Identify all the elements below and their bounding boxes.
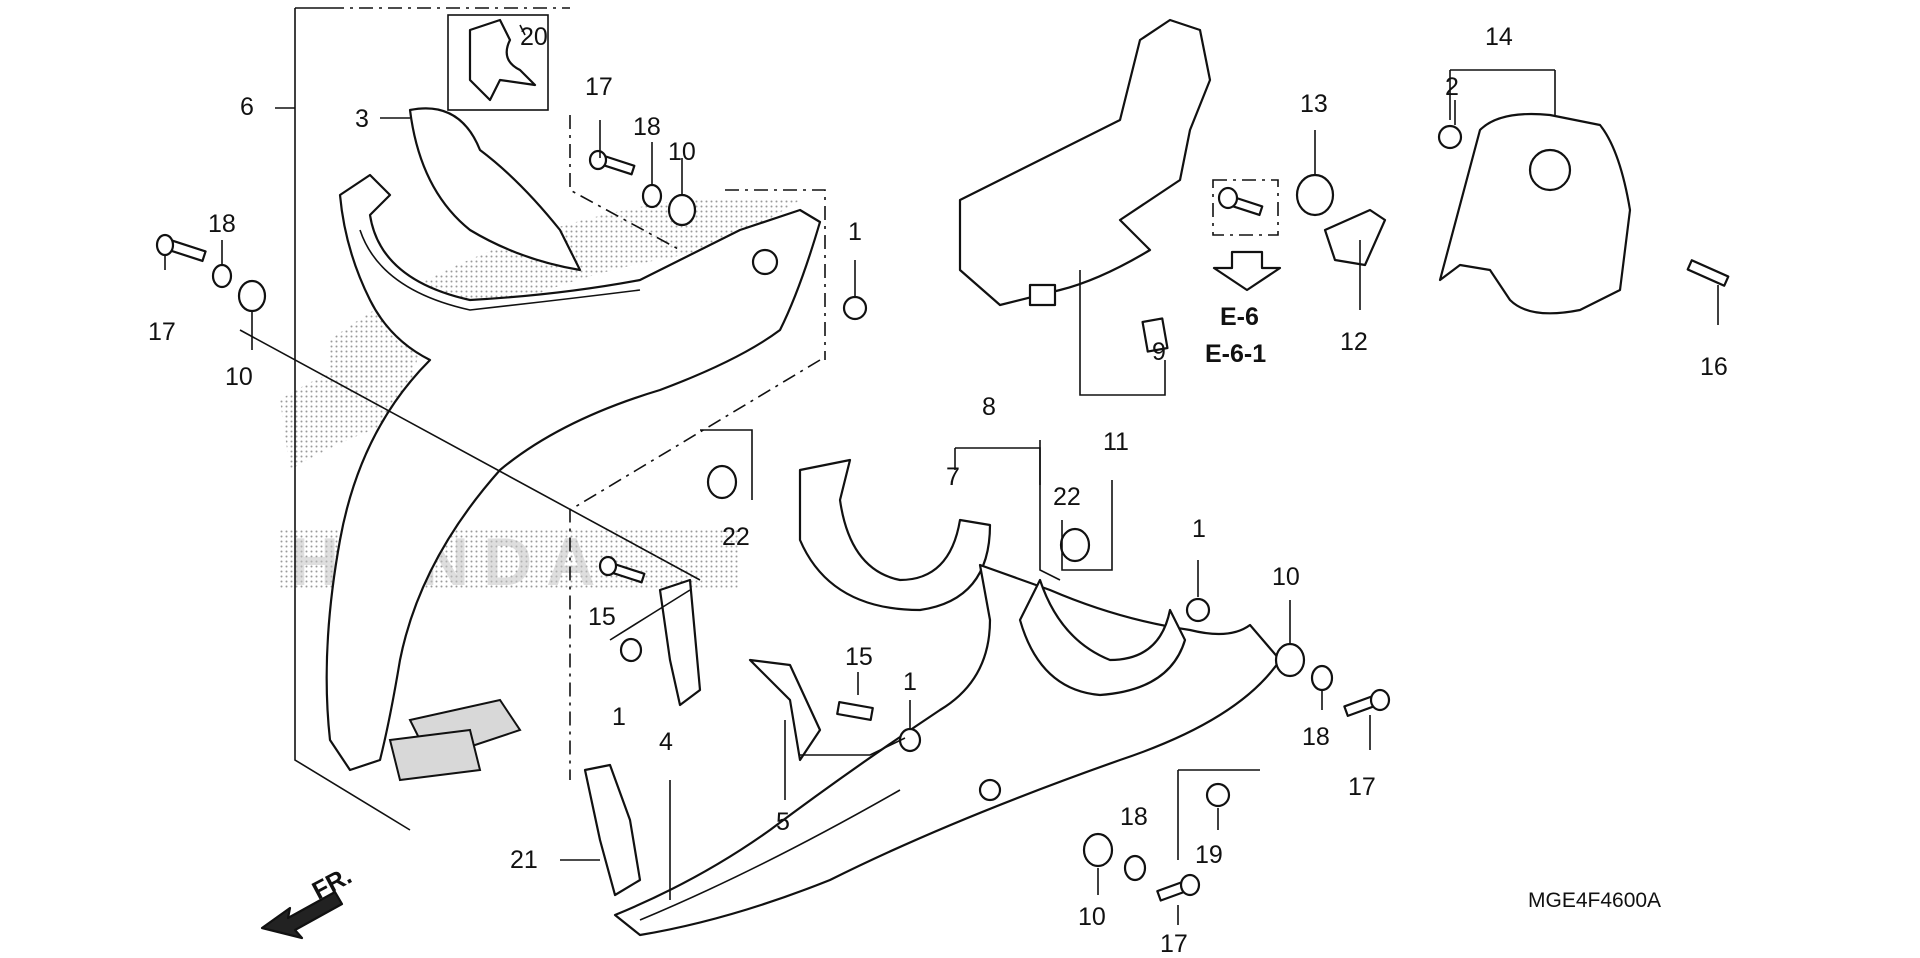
- label-21: 21: [510, 846, 538, 874]
- label-16: 16: [1700, 353, 1728, 381]
- bolt-17-bottom[interactable]: [1156, 873, 1201, 902]
- label-20: 20: [520, 23, 548, 51]
- washer-18-right[interactable]: [1310, 664, 1334, 692]
- bolt-17-left[interactable]: [155, 233, 207, 263]
- collar-10-right[interactable]: [1274, 642, 1306, 678]
- label-19: 19: [1195, 841, 1223, 869]
- label-1d: 1: [612, 703, 626, 731]
- under-cowl[interactable]: [613, 563, 1282, 937]
- front-label: FR.: [308, 862, 357, 906]
- label-9: 9: [1152, 338, 1166, 366]
- label-4: 4: [659, 728, 673, 756]
- bracket-5[interactable]: [748, 658, 822, 762]
- label-10d: 10: [1078, 903, 1106, 931]
- nut-1-right[interactable]: [1185, 597, 1211, 623]
- small-plate-20[interactable]: [447, 14, 549, 111]
- label-13: 13: [1300, 90, 1328, 118]
- label-1c: 1: [903, 668, 917, 696]
- label-11: 11: [1103, 428, 1129, 456]
- ref-e6-1: E-6-1: [1205, 340, 1266, 368]
- label-10c: 10: [1272, 563, 1300, 591]
- ref-e6: E-6: [1220, 303, 1259, 331]
- bolt-17-right[interactable]: [1343, 688, 1391, 717]
- nut-19[interactable]: [1205, 782, 1231, 808]
- leader-lines: [164, 7, 1719, 925]
- plate-12[interactable]: [1323, 208, 1387, 267]
- front-arrow: FR.: [260, 862, 357, 940]
- label-2: 2: [1445, 73, 1459, 101]
- bolt-2[interactable]: [1437, 124, 1463, 150]
- label-1a: 1: [848, 218, 862, 246]
- part-labels: 20 6 3 17 18 10 1 18 17 10 13 14 2 9 12 …: [148, 23, 1728, 958]
- label-10b: 10: [225, 363, 253, 391]
- label-17c: 17: [1348, 773, 1376, 801]
- cushion-9[interactable]: [1141, 317, 1169, 353]
- label-5: 5: [776, 808, 790, 836]
- washer-18-left[interactable]: [211, 263, 233, 289]
- label-17a: 17: [585, 73, 613, 101]
- label-22b: 22: [722, 523, 750, 551]
- label-3: 3: [355, 105, 369, 133]
- bolt-15-left[interactable]: [598, 555, 646, 584]
- collar-10-left[interactable]: [237, 279, 267, 313]
- label-18c: 18: [1302, 723, 1330, 751]
- label-6: 6: [240, 93, 254, 121]
- washer-18-top[interactable]: [641, 183, 663, 209]
- washer-18-bottom[interactable]: [1123, 854, 1147, 882]
- nut-1-mid[interactable]: [898, 727, 922, 753]
- collar-10-bottom[interactable]: [1082, 832, 1114, 868]
- bracket-14[interactable]: [1438, 112, 1632, 315]
- center-cover-7[interactable]: [798, 458, 992, 612]
- bracket-4[interactable]: [658, 578, 702, 707]
- bolt-17-top[interactable]: [588, 149, 636, 176]
- nut-1-top[interactable]: [842, 295, 868, 321]
- collar-10-top[interactable]: [667, 193, 697, 227]
- label-10a: 10: [668, 138, 696, 166]
- inner-panel-3[interactable]: [408, 107, 582, 272]
- clip-22-left[interactable]: [706, 464, 738, 500]
- diagram-code: MGE4F4600A: [1528, 889, 1661, 912]
- label-7: 7: [946, 463, 960, 491]
- clip-22-right[interactable]: [1059, 527, 1091, 563]
- label-22a: 22: [1053, 483, 1081, 511]
- label-1b: 1: [1192, 515, 1206, 543]
- label-18d: 18: [1120, 803, 1148, 831]
- label-15a: 15: [588, 603, 616, 631]
- bracket-21[interactable]: [583, 763, 642, 897]
- bolt-15-right[interactable]: [836, 701, 874, 721]
- bolt-16[interactable]: [1686, 259, 1730, 287]
- grommet-13[interactable]: [1295, 173, 1335, 217]
- label-17d: 17: [1160, 930, 1188, 958]
- label-18a: 18: [633, 113, 661, 141]
- label-18b: 18: [208, 210, 236, 238]
- reference-arrow: [1212, 179, 1282, 292]
- label-8: 8: [982, 393, 996, 421]
- label-17b: 17: [148, 318, 176, 346]
- label-12: 12: [1340, 328, 1368, 356]
- lower-cowl-left[interactable]: [325, 173, 822, 782]
- label-14: 14: [1485, 23, 1513, 51]
- bolt-e6[interactable]: [1217, 186, 1264, 217]
- nut-1-left[interactable]: [619, 637, 643, 663]
- side-cover-11[interactable]: [958, 18, 1212, 307]
- fasteners: [155, 124, 1730, 902]
- label-15b: 15: [845, 643, 873, 671]
